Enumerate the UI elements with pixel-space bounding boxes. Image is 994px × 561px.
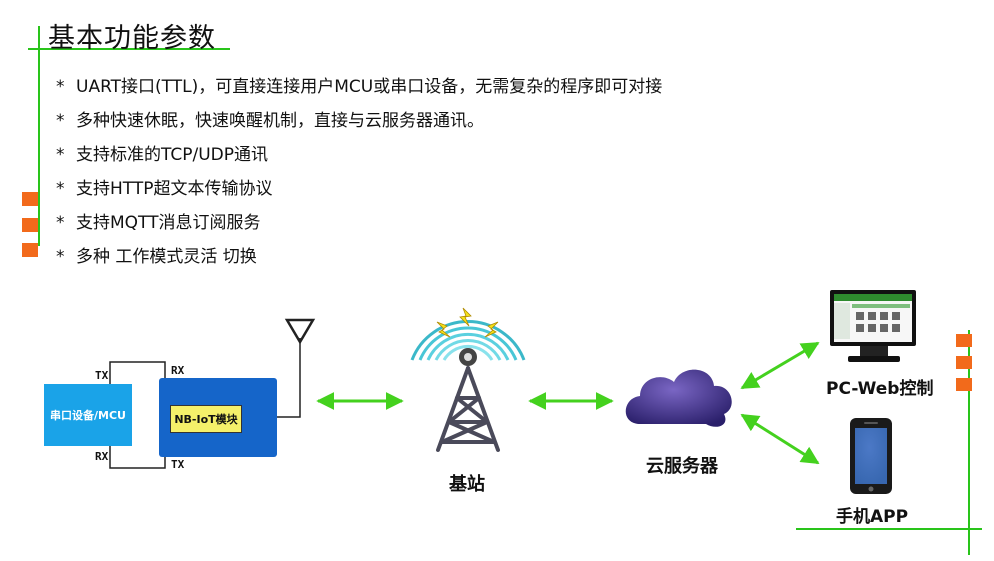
feature-item: *UART接口(TTL)，可直接连接用户MCU或串口设备，无需复杂的程序即可对接 [56,77,663,97]
tower-icon [410,307,526,452]
arrow-cloud-pc [740,341,820,390]
phone-app-label: 手机APP [836,507,909,527]
cloud-server-label: 云服务器 [646,456,718,477]
antenna-icon [284,318,316,345]
left-accent-square [22,192,38,206]
base-station-label: 基站 [449,474,485,495]
nbiot-module-label: NB-IoT模块 [170,405,242,433]
feature-item: *多种快速休眠，快速唤醒机制，直接与云服务器通讯。 [56,111,484,131]
feature-item: *多种 工作模式灵活 切换 [56,247,257,267]
right-accent-square [956,378,972,391]
pin-label-rx: RX [171,364,185,377]
cloud-icon [625,369,732,427]
right-accent-underline [796,528,982,530]
mcu-device-box: 串口设备/MCU [44,384,132,446]
title-underline [28,48,230,50]
feature-item: *支持HTTP超文本传输协议 [56,179,273,199]
page-title: 基本功能参数 [48,23,216,54]
left-accent-square [22,218,38,232]
pin-label-tx: TX [171,458,185,471]
left-accent-line [38,26,40,246]
right-accent-square [956,334,972,347]
feature-item: *支持标准的TCP/UDP通讯 [56,145,269,165]
monitor-icon [830,290,916,362]
feature-item: *支持MQTT消息订阅服务 [56,213,261,233]
pin-label-tx: TX [95,369,109,382]
pc-web-label: PC-Web控制 [826,379,934,399]
right-accent-square [956,356,972,369]
arrow-cloud-phone [740,413,820,465]
phone-icon [850,418,892,494]
left-accent-square [22,243,38,257]
feature-list: *UART接口(TTL)，可直接连接用户MCU或串口设备，无需复杂的程序即可对接… [56,76,662,280]
pin-label-rx: RX [95,450,109,463]
right-accent-line [968,330,970,555]
